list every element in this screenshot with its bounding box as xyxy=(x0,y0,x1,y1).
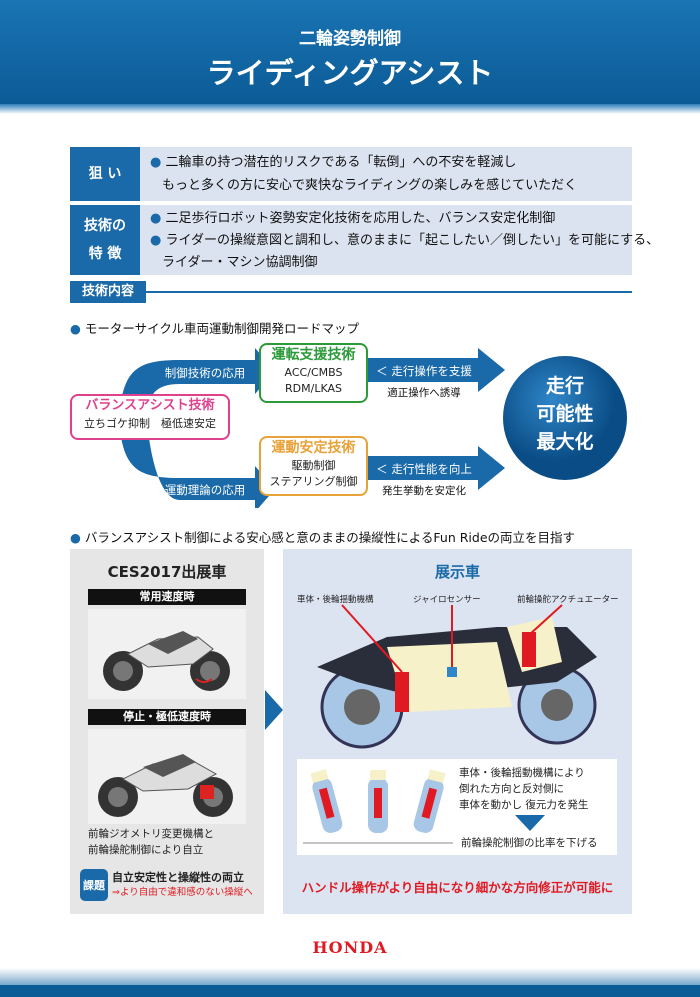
label-body-mechanism: 車体・後輪揺動機構 xyxy=(297,595,374,605)
mechanism-box xyxy=(297,759,617,855)
roadmap-arrows xyxy=(120,348,627,508)
drive-assist-box: 運転支援技術 ACC/CMBS RDM/LKAS xyxy=(259,343,368,403)
bike-photo-low-speed xyxy=(88,729,246,824)
balance-assist-box: バランスアシスト技術 立ちゴケ抑制 極低速安定 xyxy=(70,394,230,440)
header-banner: 二輪姿勢制御 ライディングアシスト xyxy=(0,0,700,104)
honda-logo: HONDA xyxy=(312,938,388,957)
bike-photo-normal xyxy=(88,609,246,699)
normal-speed-pill: 常用速度時 xyxy=(88,589,246,605)
features-row-bg xyxy=(140,205,632,275)
display-vehicle-panel: 展示車 車体・後輪揺動機構 ジャイロセンサー 前輪操舵アクチュエーター 車体・後… xyxy=(283,549,632,914)
features-line-3: ライダー・マシン協調制御 xyxy=(162,255,318,270)
goal-circle xyxy=(503,356,627,480)
ces-caption: 前輪ジオメトリ変更機構と 前輪操舵制御により自立 xyxy=(88,828,214,856)
ces2017-panel: CES2017出展車 常用速度時 停止・極低速度時 前輪ジオメトリ変更機構と 前… xyxy=(70,549,264,914)
upper-right-note: 適正操作へ誘導 xyxy=(387,387,461,399)
upper-left-arrow-label: 制御技術の応用 xyxy=(164,366,246,380)
down-arrow-icon xyxy=(515,815,545,831)
motion-stab-box: 運動安定技術 駆動制御 ステアリング制御 xyxy=(259,436,368,496)
roadmap-heading: ● モーターサイクル車両運動制御開発ロードマップ xyxy=(70,321,360,336)
display-bike-illustration xyxy=(317,604,597,749)
section2-heading: ● バランスアシスト制御による安心感と意のままの操縦性によるFun Rideの両… xyxy=(70,530,576,545)
lower-right-note: 発生挙動を安定化 xyxy=(382,485,466,497)
lean-diagram xyxy=(303,769,453,844)
aim-line-2: もっと多くの方に安心で爽快なライディングの楽しみを感じていただく xyxy=(162,178,578,193)
conclusion-text: ハンドル操作がより自由になり細かな方向修正が可能に xyxy=(301,880,614,895)
aim-row-bg xyxy=(140,147,632,201)
upper-left-arrow xyxy=(120,348,275,408)
label-gyro-sensor: ジャイロセンサー xyxy=(413,595,481,605)
mechanism-description: 車体・後輪揺動機構により 倒れた方向と反対側に 車体を動かし 復元力を発生 xyxy=(459,767,589,811)
ces2017-title: CES2017出展車 xyxy=(107,563,227,581)
lower-left-arrow-label: 運動理論の応用 xyxy=(164,483,246,497)
lower-right-arrow-label: ＜ 走行性能を向上 ＞ xyxy=(376,462,472,492)
aim-label: 狙 い xyxy=(70,147,140,201)
issue-badge: 課題 xyxy=(80,869,108,901)
display-vehicle-title: 展示車 xyxy=(434,563,480,581)
header-fade xyxy=(0,104,700,114)
features-line-1: ● 二足歩行ロボット姿勢安定化技術を応用した、バランス安定化制御 xyxy=(150,211,556,226)
header-subtitle: 二輪姿勢制御 xyxy=(299,29,401,49)
page-title: ライディングアシスト xyxy=(206,56,494,90)
features-label: 技術の特 徴 xyxy=(70,205,140,275)
lower-left-arrow xyxy=(120,430,275,508)
divider-line xyxy=(146,291,632,293)
upper-right-arrow-label: ＜ 走行操作を支援 ＞ xyxy=(376,364,472,394)
low-speed-pill: 停止・極低速度時 xyxy=(88,709,246,725)
upper-right-arrow-body xyxy=(368,358,478,382)
issue-text: 自立安定性と操縦性の両立 ⇒より自由で違和感のない操縦へ xyxy=(112,871,253,898)
tech-content-label: 技術内容 xyxy=(70,281,146,303)
goal-text: 走行 可能性 最大化 xyxy=(536,375,594,453)
upper-right-arrow-head xyxy=(478,348,505,392)
transition-arrow xyxy=(265,690,283,730)
lower-right-arrow-body xyxy=(368,456,478,480)
lower-right-arrow-head xyxy=(478,446,505,490)
features-line-2: ● ライダーの操縦意図と調和し、意のままに「起こしたい／倒したい」を可能にする、 xyxy=(150,233,660,248)
label-front-actuator: 前輪操舵アクチュエーター xyxy=(517,595,619,605)
mechanism-result: 前輪操舵制御の比率を下げる xyxy=(461,837,598,849)
aim-line-1: ● 二輪車の持つ潜在的リスクである「転倒」への不安を軽減し xyxy=(150,155,517,170)
footer-bar xyxy=(0,985,700,997)
